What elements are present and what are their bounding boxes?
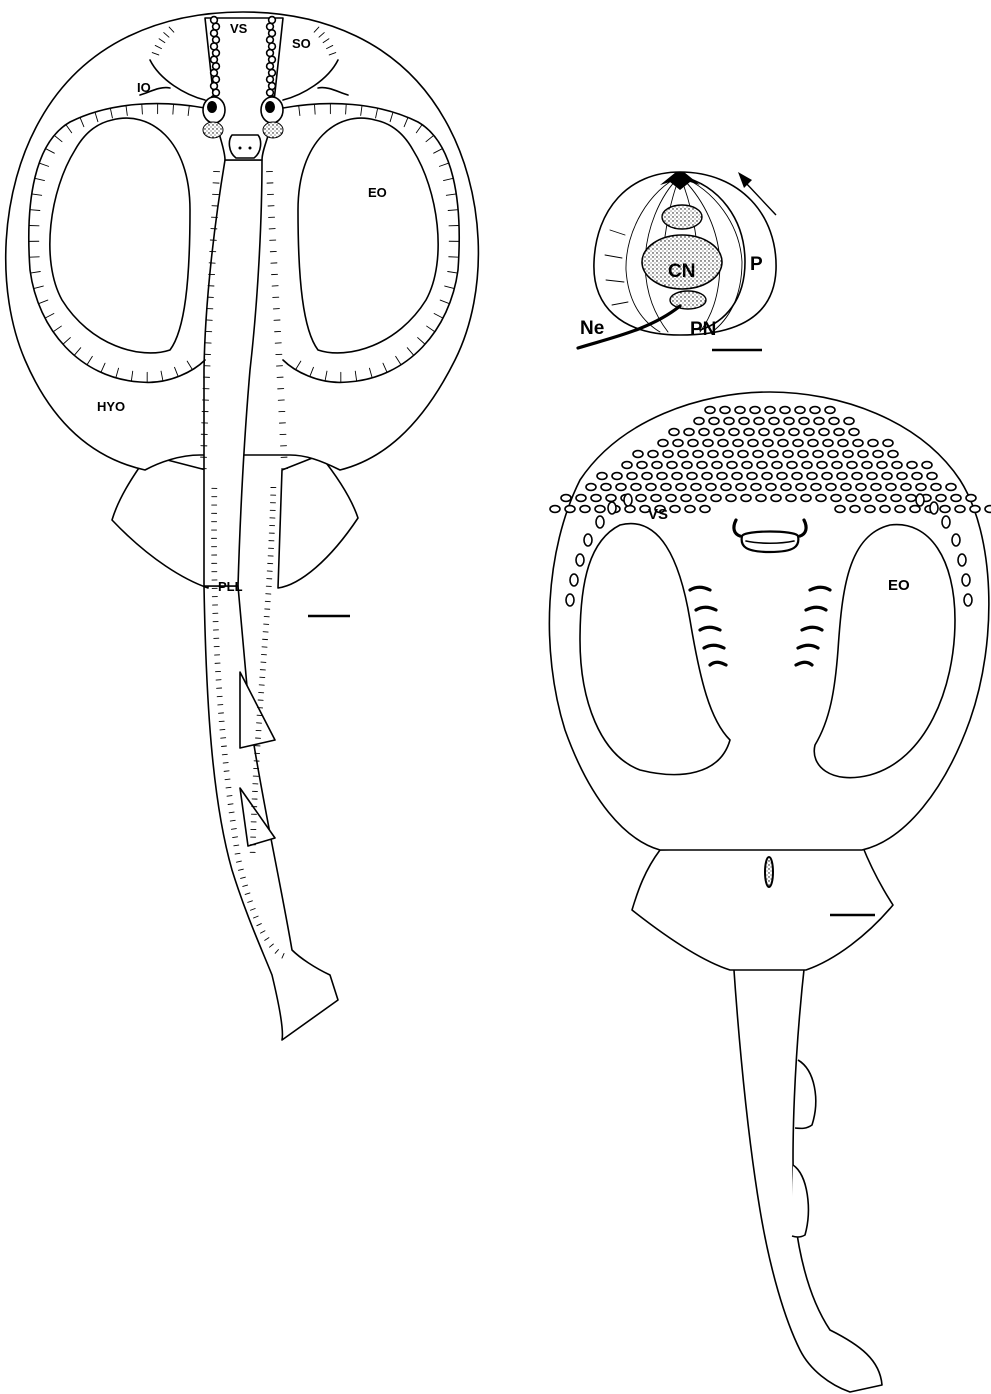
peripheral-nucleus-pn: [670, 291, 706, 309]
label-so: SO: [292, 36, 311, 51]
ventral-tail-fin-2: [792, 1165, 808, 1237]
left-eye-pupil: [207, 101, 217, 113]
upper-nucleus: [662, 205, 702, 229]
ventral-tail-fin-1: [795, 1060, 816, 1128]
dorsal-tail-outline: [204, 586, 338, 1040]
label-eo-dorsal: EO: [368, 185, 387, 200]
left-nostril: [239, 147, 242, 150]
right-nostril: [249, 147, 252, 150]
left-spiracle: [203, 122, 223, 138]
cloaca: [765, 857, 773, 887]
label-pll: PLL: [218, 579, 243, 594]
first-dorsal-fin: [240, 672, 275, 748]
label-cn: CN: [668, 261, 695, 282]
label-hyo: HYO: [97, 399, 125, 414]
ventral-pelvic-region: [632, 845, 893, 970]
head-shield: [229, 135, 260, 158]
label-eo-ventral: EO: [888, 577, 910, 594]
left-pelvic-fin: [112, 455, 208, 588]
electrocyte-section-inset: P CN Ne PN: [578, 172, 776, 350]
label-p: P: [750, 254, 763, 275]
right-pelvic-fin: [278, 455, 358, 588]
label-io: IO: [137, 80, 151, 95]
right-eye-pupil: [265, 101, 275, 113]
label-vs-dorsal: VS: [230, 21, 248, 36]
ventral-view-ray: VS EO: [549, 392, 991, 1392]
dorsal-view-ray: VS SO IO EO HYO PLL: [6, 12, 479, 1040]
label-pn: PN: [690, 319, 716, 340]
right-spiracle: [263, 122, 283, 138]
ventral-tail-outline: [730, 905, 882, 1392]
label-ne: Ne: [580, 318, 604, 339]
label-vs-ventral: VS: [648, 506, 668, 523]
